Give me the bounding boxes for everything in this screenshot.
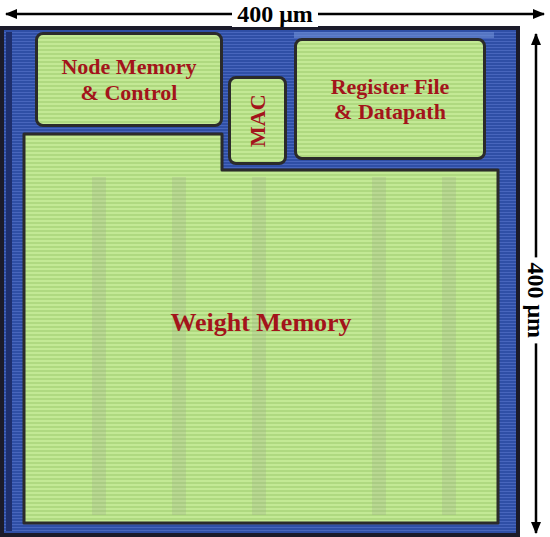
die-outline bbox=[2, 28, 518, 535]
block-label: Node Memory & Control bbox=[61, 54, 197, 105]
mac-block: MAC bbox=[228, 76, 287, 165]
block-label: MAC bbox=[245, 94, 270, 147]
dimension-label: 400 μm bbox=[523, 257, 549, 343]
memory-block: Node Memory & Control bbox=[35, 32, 223, 127]
block-label: Register File & Datapath bbox=[322, 74, 458, 125]
text-area: Weight Memory bbox=[22, 170, 500, 475]
die-edge bbox=[6, 32, 12, 531]
weight-memory-block: Weight Memory bbox=[22, 132, 500, 525]
block-label: Weight Memory bbox=[170, 308, 351, 338]
dimension-label: 400 μm bbox=[232, 1, 318, 27]
datapath-block: Register File & Datapath bbox=[294, 38, 486, 160]
